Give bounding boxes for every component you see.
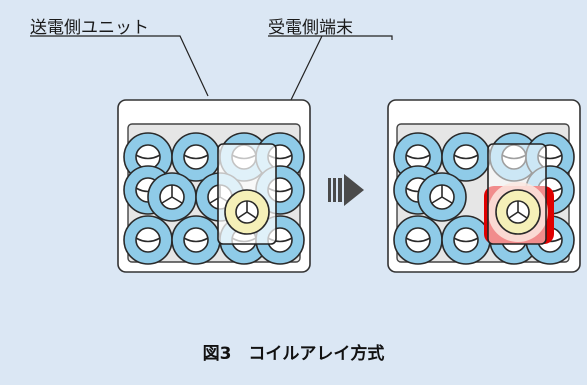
receiver-terminal-right xyxy=(487,143,547,245)
transmitter-unit-right xyxy=(387,99,581,273)
transmitter-unit-left xyxy=(117,99,311,273)
figure-caption: 図3 コイルアレイ方式 xyxy=(202,344,385,364)
receiver-terminal-label: 受電側端末 xyxy=(268,18,353,38)
receiver-terminal-left xyxy=(217,143,277,245)
transmitter-leader-line xyxy=(30,35,209,97)
transition-arrow xyxy=(328,174,364,206)
transmitter-unit-label: 送電側ユニット xyxy=(30,18,149,38)
